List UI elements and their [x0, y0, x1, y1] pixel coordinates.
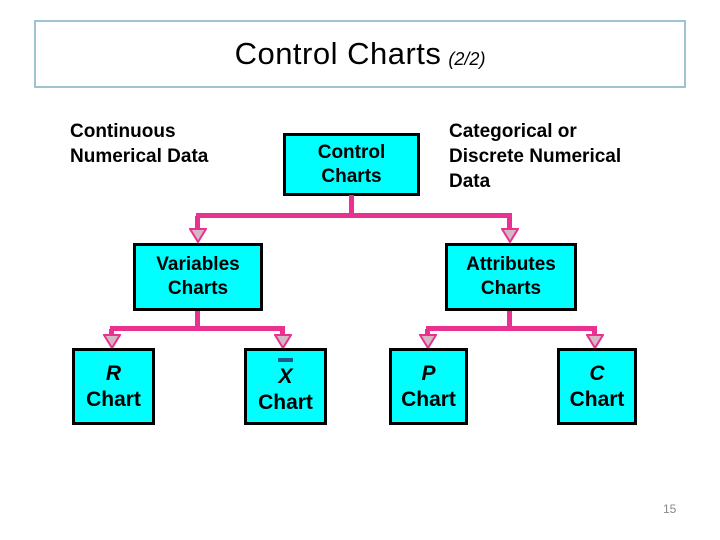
label-continuous-numerical-data: Continuous Numerical Data — [70, 119, 208, 169]
node-variables-charts: Variables Charts — [133, 243, 263, 311]
leaf-symbol: R — [105, 361, 122, 385]
label-line: Categorical or — [449, 121, 577, 142]
node-label-line: Attributes — [466, 254, 556, 275]
node-p-chart: P Chart — [389, 348, 468, 425]
node-label-line: Control — [317, 141, 386, 163]
xbar-overbar — [278, 357, 293, 362]
node-label-line: Variables — [156, 254, 240, 275]
connector-line — [426, 326, 597, 331]
connector-line — [195, 311, 200, 329]
node-control-charts: Control Charts — [283, 133, 420, 196]
arrow-down-icon — [274, 334, 292, 349]
leaf-label: Chart — [86, 387, 141, 411]
connector-line — [109, 329, 114, 337]
arrow-down-icon — [501, 228, 519, 243]
arrow-down-icon — [103, 334, 121, 349]
arrow-down-icon — [586, 334, 604, 349]
leaf-symbol: X — [278, 364, 293, 388]
arrow-down-icon — [189, 228, 207, 243]
connector-line — [110, 326, 285, 331]
node-label-line: Charts — [167, 278, 229, 299]
connector-line — [592, 329, 597, 337]
label-categorical-discrete-data: Categorical or Discrete Numerical Data — [449, 119, 621, 194]
connector-line — [507, 311, 512, 329]
page-number: 15 — [663, 502, 677, 516]
label-line: Numerical Data — [70, 146, 209, 167]
node-c-chart: C Chart — [557, 348, 637, 425]
label-line: Continuous — [70, 121, 176, 142]
node-attributes-charts: Attributes Charts — [445, 243, 577, 311]
page-title-suffix: (2/2) — [448, 48, 486, 69]
page-title: Control Charts — [234, 36, 442, 71]
connector-line — [425, 329, 430, 337]
leaf-symbol: P — [421, 361, 436, 385]
arrow-down-icon — [419, 334, 437, 349]
node-label-line: Charts — [321, 165, 382, 187]
connector-line — [349, 195, 354, 215]
connector-line — [280, 329, 285, 337]
connector-line — [195, 216, 200, 230]
connector-line — [507, 216, 512, 230]
leaf-label: Chart — [569, 387, 625, 411]
node-r-chart: R Chart — [72, 348, 155, 425]
leaf-label: Chart — [258, 390, 313, 414]
title-box: Control Charts (2/2) — [34, 20, 686, 88]
node-label-line: Charts — [480, 278, 542, 299]
leaf-label: Chart — [401, 387, 456, 411]
connector-line — [196, 213, 512, 218]
node-xbar-chart: X Chart — [244, 348, 327, 425]
label-line: Data — [449, 171, 491, 192]
leaf-symbol: C — [589, 361, 605, 385]
label-line: Discrete Numerical — [449, 146, 622, 167]
